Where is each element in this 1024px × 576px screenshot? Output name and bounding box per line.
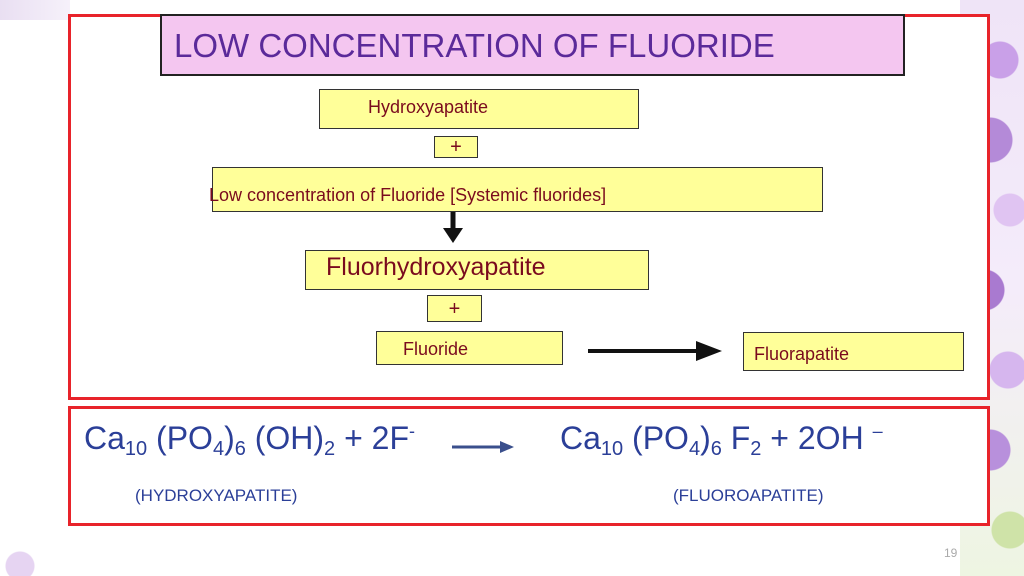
eq-right-ca-sub: 10 (600, 438, 624, 460)
fluorhydroxyapatite-box: Fluorhydroxyapatite (305, 250, 649, 290)
eq-left-po4: (PO (147, 420, 213, 456)
equation-left-side: Ca10 (PO4)6 (OH)2 + 2F- (84, 420, 415, 461)
eq-left-ca: Ca (84, 420, 125, 456)
eq-left-fluoride-charge: - (408, 421, 415, 441)
fluoride-box: Fluoride (376, 331, 563, 365)
fluoroapatite-label: (FLUOROAPATITE) (673, 486, 824, 505)
eq-right-ca: Ca (560, 420, 601, 456)
eq-left-fluoride: + 2F (335, 420, 409, 456)
eq-right-po4-sub: 4 (688, 438, 701, 460)
eq-right-po4: (PO (623, 420, 689, 456)
hydroxyapatite-label: (HYDROXYAPATITE) (135, 486, 298, 505)
low-concentration-box: Low concentration of Fluoride [Systemic … (209, 167, 823, 212)
fluorapatite-box: Fluorapatite (743, 332, 964, 371)
slide-title: LOW CONCENTRATION OF FLUORIDE (160, 14, 905, 76)
floral-background-bottom (0, 536, 80, 576)
eq-left-oh: (OH) (245, 420, 325, 456)
eq-left-po4-sub: 4 (212, 438, 225, 460)
eq-right-po4-close: ) (700, 420, 711, 456)
eq-right-hydroxide: + 2OH (761, 420, 873, 456)
low-concentration-label: Low concentration of Fluoride [Systemic … (209, 185, 607, 205)
eq-right-f-sub: 2 (750, 438, 762, 460)
eq-right-po4-close-sub: 6 (710, 438, 722, 460)
right-arrow-icon (588, 341, 722, 361)
equation-right-side: Ca10 (PO4)6 F2 + 2OH – (560, 420, 883, 461)
eq-left-po4-close-sub: 6 (234, 438, 246, 460)
equation-frame (68, 406, 990, 526)
floral-background-top (0, 0, 70, 20)
hydroxyapatite-box: Hydroxyapatite (319, 89, 639, 129)
down-arrow-icon (443, 212, 463, 243)
plus-sign-box-2: + (427, 295, 482, 322)
page-number: 19 (944, 546, 958, 560)
eq-right-f: F (721, 420, 751, 456)
eq-left-oh-sub: 2 (324, 438, 336, 460)
plus-sign-box-1: + (434, 136, 478, 158)
eq-right-hydroxide-charge: – (872, 421, 883, 441)
reaction-arrow-icon (452, 441, 514, 453)
eq-left-po4-close: ) (224, 420, 235, 456)
eq-left-ca-sub: 10 (124, 438, 148, 460)
